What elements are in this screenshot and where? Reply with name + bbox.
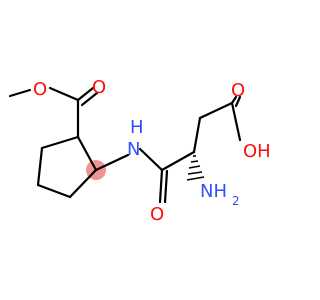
bonds (8, 86, 242, 204)
bond-amide-alpha (160, 150, 196, 172)
amine-label: NH (200, 181, 227, 202)
amide-oxygen-label: O (150, 204, 164, 225)
bond-methyl-o (8, 88, 32, 98)
bond-amide-co-1 (158, 168, 164, 204)
ring-bond-2 (68, 168, 98, 199)
molecule-structure: O O H N O OH O NH 2 (8, 77, 271, 225)
bond-ring-n (94, 153, 130, 172)
bond-alpha-ch2 (192, 116, 202, 154)
bond-acid-co-2 (234, 95, 242, 108)
ester-carbonyl-oxygen-label: O (92, 77, 106, 98)
methoxy-oxygen-label: O (33, 79, 47, 100)
bond-amide-co-2 (163, 169, 169, 204)
amine-subscript: 2 (232, 194, 240, 208)
bond-ester-co-1 (76, 86, 95, 102)
bond-acid-co-1 (230, 95, 238, 105)
ring-bond-4 (36, 146, 44, 187)
bond-acid-oh (230, 101, 242, 142)
acid-hydroxyl-label: OH (243, 141, 271, 162)
bond-ch2-acid (198, 101, 234, 120)
ring-bond-5 (40, 135, 80, 150)
ring-bond-3 (36, 183, 72, 199)
bond-n-amide-c (138, 147, 164, 172)
acid-carbonyl-oxygen-label: O (231, 80, 245, 101)
bond-ester-co-2 (80, 91, 99, 107)
ring-bond-1 (76, 135, 98, 172)
bond-o-ester-c (48, 86, 80, 102)
amide-nitrogen-label: N (127, 139, 140, 160)
amide-nitrogen-h-label: H (130, 117, 144, 138)
stereo-hash-bond (186, 155, 205, 181)
